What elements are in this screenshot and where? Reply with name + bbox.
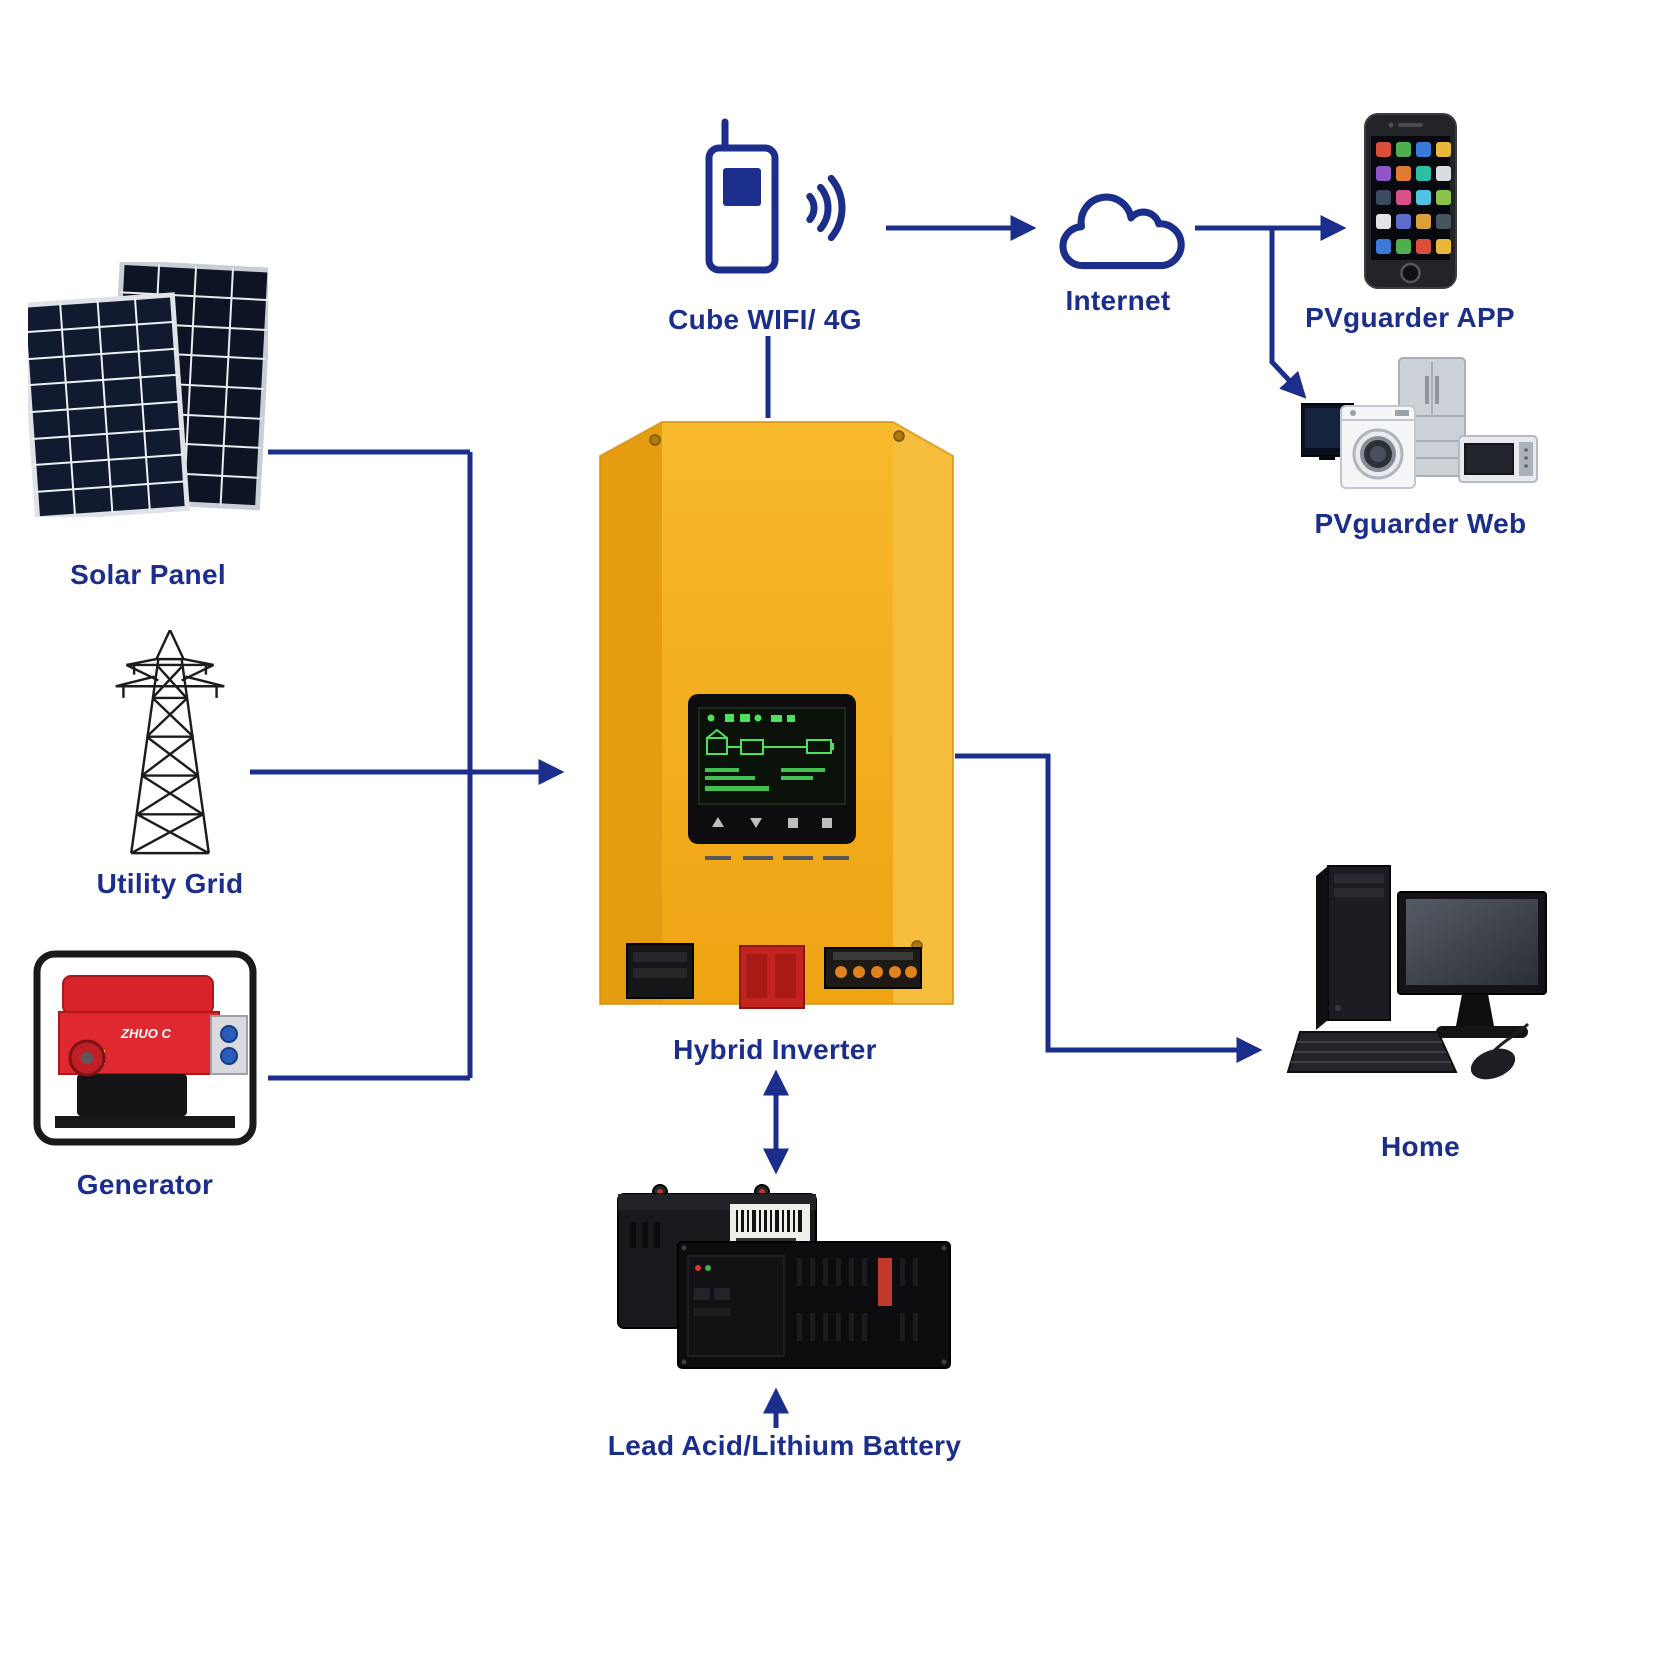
node-pvguarder-app: PVguarder APP [1285, 112, 1535, 334]
lcd-button-labels [705, 856, 849, 860]
solar-panel-label: Solar Panel [70, 559, 226, 590]
cube-wifi-label: Cube WIFI/ 4G [668, 304, 862, 335]
battery-icon [617, 1184, 951, 1369]
node-utility-grid: Utility Grid [95, 630, 245, 900]
appliances-icon [1300, 357, 1538, 489]
home-label: Home [1381, 1131, 1460, 1162]
inverter-terminals [626, 943, 922, 1009]
inverter-lcd-panel [688, 694, 856, 860]
lcd-display-content [705, 714, 834, 791]
monitor [1396, 891, 1547, 1038]
pvguarder-web-label: PVguarder Web [1314, 508, 1527, 539]
internet-label: Internet [1065, 285, 1171, 316]
washing-machine-icon [1339, 405, 1416, 489]
node-internet: Internet [1048, 183, 1188, 317]
node-battery: Lead Acid/Lithium Battery [608, 1178, 961, 1462]
lithium-battery-rack [677, 1241, 951, 1369]
keyboard [1286, 1031, 1458, 1073]
node-pvguarder-web: PVguarder Web [1298, 356, 1543, 540]
mouse [1470, 1022, 1529, 1080]
generator-label: Generator [76, 1169, 214, 1200]
wifi-wave-1 [806, 192, 818, 224]
source-bus-line [268, 449, 473, 1081]
utility-grid-icon [115, 630, 225, 855]
battery-red-handle [878, 1258, 892, 1306]
cube-wifi-icon [705, 118, 846, 274]
node-solar-panel: Solar Panel [28, 262, 268, 591]
inverter-to-home-arrow [955, 753, 1263, 1063]
node-cube-wifi: Cube WIFI/ 4G [650, 118, 880, 336]
battery-label: Lead Acid/Lithium Battery [607, 1430, 962, 1461]
lcd-buttons [712, 817, 832, 828]
wifi-wave-3 [827, 174, 846, 242]
pvguarder-app-label: PVguarder APP [1305, 302, 1515, 333]
node-generator: ZHUO C Generator [25, 946, 265, 1201]
wifi-wave-2 [817, 183, 832, 233]
hybrid-inverter-label: Hybrid Inverter [673, 1034, 877, 1065]
internet-to-web-arrow [1269, 228, 1307, 399]
node-home: Home [1278, 862, 1563, 1163]
desktop-computer-icon [1286, 865, 1547, 1080]
smartphone-icon [1363, 113, 1457, 289]
node-hybrid-inverter: Hybrid Inverter [585, 412, 965, 1066]
hybrid-inverter-icon [599, 421, 954, 1009]
generator-icon: ZHUO C [33, 950, 257, 1146]
internet-cloud-icon [1059, 193, 1185, 270]
generator-brand-text: ZHUO C [120, 1026, 171, 1041]
phone-app-grid [1375, 142, 1451, 254]
utility-grid-label: Utility Grid [96, 868, 244, 899]
microwave-icon [1457, 435, 1538, 483]
solar-panel-icon [28, 262, 268, 517]
pc-tower [1315, 865, 1391, 1030]
